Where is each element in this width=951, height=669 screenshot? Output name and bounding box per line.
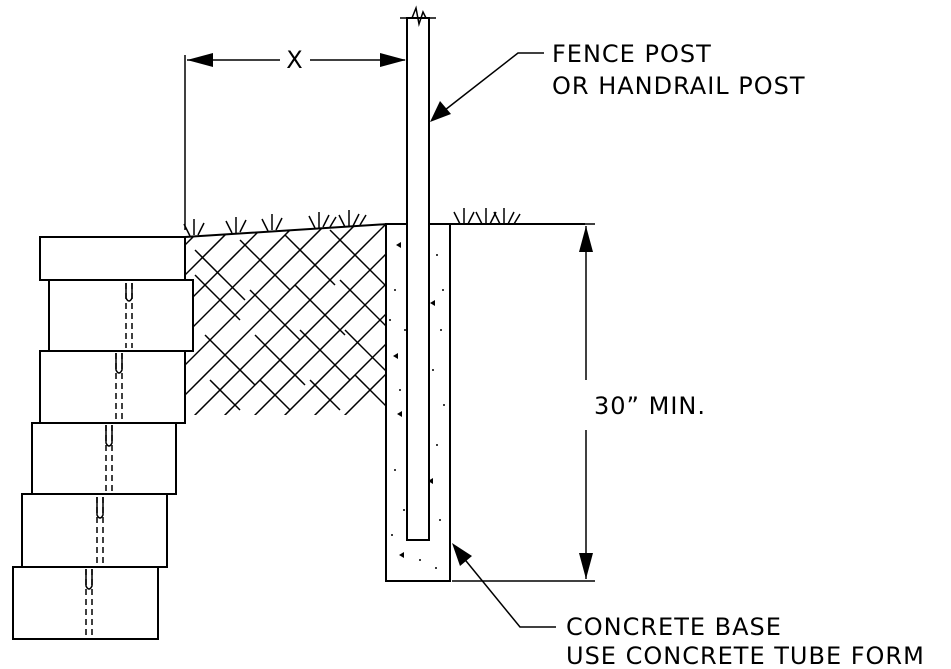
fence-post-label-2: OR HANDRAIL POST — [552, 72, 806, 100]
concrete-label-1: CONCRETE BASE — [566, 613, 782, 641]
dimension-depth: 30” MIN. — [452, 223, 706, 582]
soil-hatch — [185, 224, 388, 415]
wall-block — [39, 350, 186, 424]
wall-block — [31, 422, 177, 495]
wall-block — [39, 236, 186, 281]
concrete-label-2: USE CONCRETE TUBE FORM — [566, 642, 925, 669]
fence-post-label-1: FENCE POST — [552, 40, 712, 68]
fence-post-leader: FENCE POST OR HANDRAIL POST — [430, 40, 806, 122]
wall-block — [21, 493, 168, 568]
grass-tufts — [183, 208, 521, 237]
wall-block — [48, 279, 194, 352]
concrete-base-leader: CONCRETE BASE USE CONCRETE TUBE FORM — [452, 543, 925, 669]
retaining-wall — [12, 236, 194, 640]
depth-label: 30” MIN. — [594, 392, 706, 420]
dimension-x-label: X — [286, 46, 303, 74]
fence-post — [400, 5, 436, 541]
dimension-x: X — [184, 46, 406, 230]
